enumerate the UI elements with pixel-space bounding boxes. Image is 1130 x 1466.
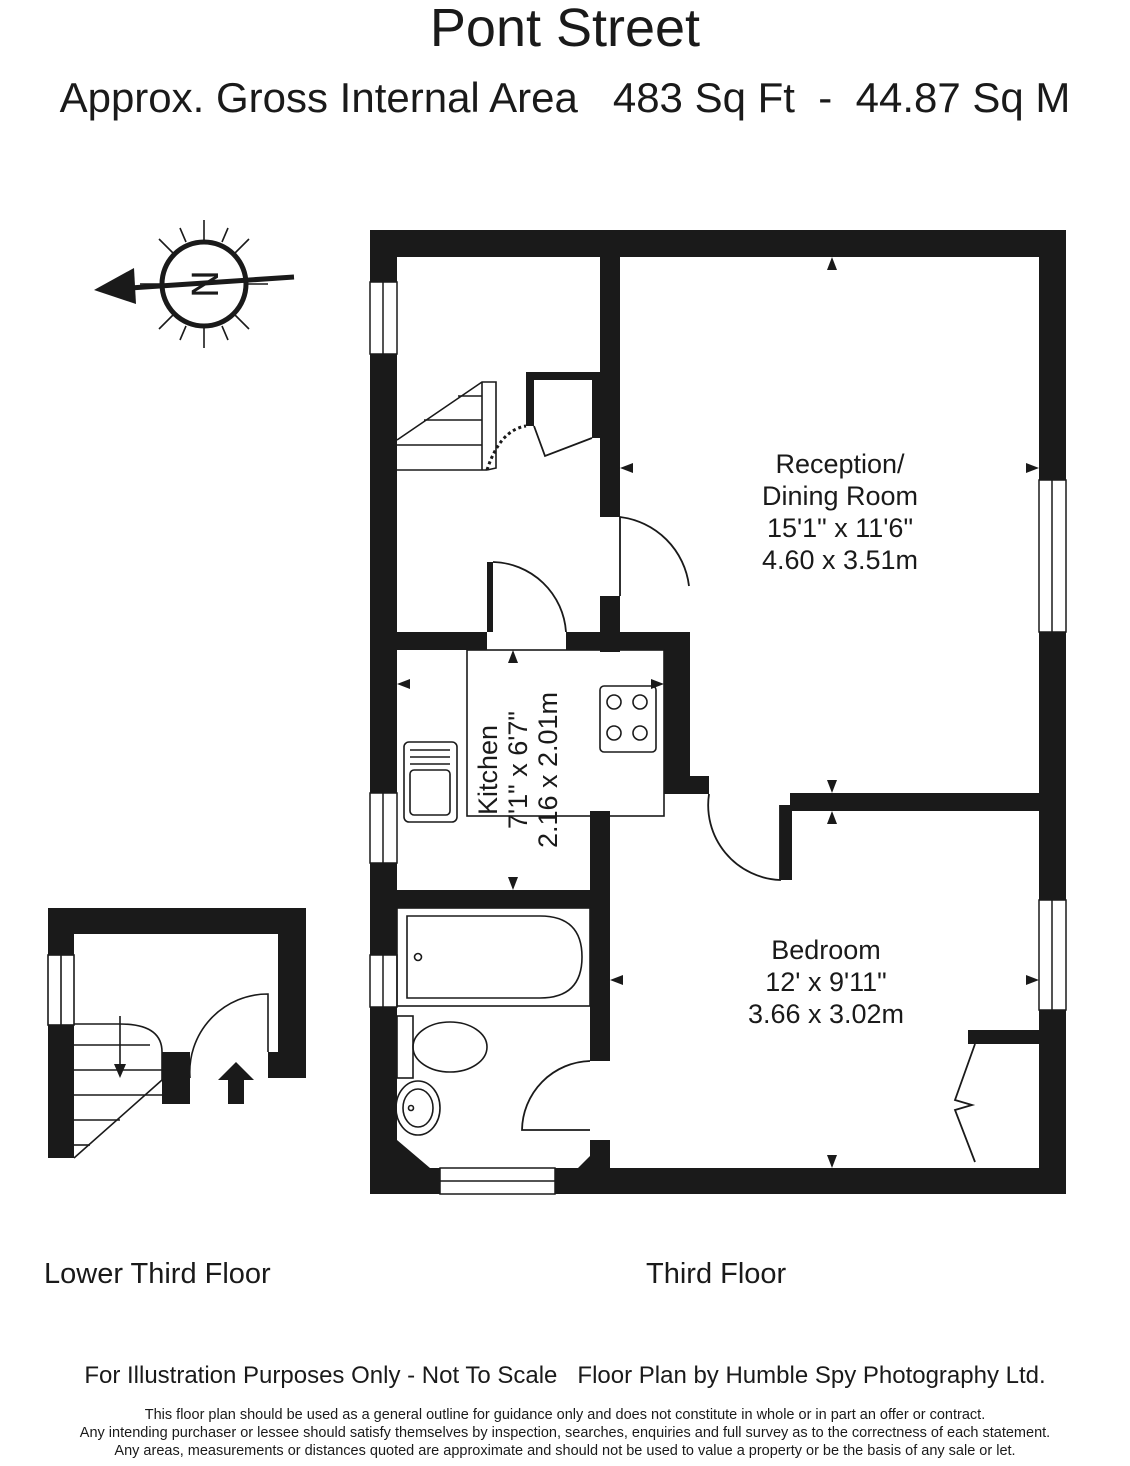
- kitchen-metric: 2.16 x 2.01m: [533, 692, 563, 848]
- compass-arrow-shaft: [129, 274, 295, 291]
- door-kitchen: [492, 561, 567, 633]
- gross-area-subtitle: Approx. Gross Internal Area 483 Sq Ft - …: [59, 74, 1071, 121]
- kitchen-imperial: 7'1" x 6'7": [503, 711, 533, 829]
- lower-door: [188, 993, 269, 1079]
- illustration-notice: For Illustration Purposes Only - Not To …: [84, 1362, 1046, 1389]
- kitchen-fittings: [403, 649, 665, 823]
- kitchen-name: Kitchen: [473, 725, 503, 815]
- lower-stairs: [73, 1023, 163, 1159]
- windows: [369, 281, 1067, 1195]
- door-bedroom: [707, 793, 781, 881]
- lower-stairs-arrow: [114, 1064, 126, 1078]
- disclaimer-line-2: Any intending purchaser or lessee should…: [79, 1425, 1051, 1441]
- bedroom-name: Bedroom: [771, 935, 881, 965]
- bedroom-imperial: 12' x 9'11": [765, 967, 886, 997]
- stairs-main: [396, 381, 527, 471]
- north-arrow-icon: [94, 268, 136, 304]
- door-bathroom: [521, 1060, 591, 1131]
- disclaimer-line-1: This floor plan should be used as a gene…: [144, 1407, 986, 1423]
- reception-name-line2: Dining Room: [762, 481, 918, 511]
- disclaimer-line-3: Any areas, measurements or distances quo…: [114, 1443, 1016, 1459]
- door-reception: [619, 515, 690, 596]
- sink-icon: [403, 741, 458, 823]
- toilet-icon: [396, 1015, 414, 1079]
- kitchen-label-group: Kitchen 7'1" x 6'7" 2.16 x 2.01m: [473, 692, 563, 848]
- door-cupboard: [533, 425, 593, 458]
- third-floor-walls: [370, 230, 1066, 1194]
- washbasin-icon: [395, 1080, 441, 1136]
- compass-letter: N: [185, 270, 227, 297]
- lower-floor-label: Lower Third Floor: [44, 1258, 271, 1290]
- lower-floor-walls: [48, 908, 306, 1158]
- bathroom-fittings: [395, 907, 591, 1136]
- kitchen-worktop: [466, 649, 665, 817]
- main-floor-label: Third Floor: [646, 1258, 787, 1290]
- hob-icon: [599, 685, 657, 753]
- lower-floor-details: [47, 954, 269, 1159]
- reception-name-line1: Reception/: [775, 449, 905, 479]
- bath-icon: [396, 907, 591, 1007]
- bedroom-metric: 3.66 x 3.02m: [748, 999, 904, 1029]
- wardrobe-door: [953, 1043, 976, 1163]
- compass-rays: [140, 220, 268, 348]
- dimension-markers: [397, 257, 1039, 1168]
- plan-title: Pont Street: [429, 0, 701, 58]
- entrance-arrow-icon: [218, 1062, 254, 1104]
- compass-icon: N: [94, 220, 295, 348]
- doors: [492, 425, 976, 1163]
- reception-imperial: 15'1" x 11'6": [767, 513, 913, 543]
- reception-metric: 4.60 x 3.51m: [762, 545, 918, 575]
